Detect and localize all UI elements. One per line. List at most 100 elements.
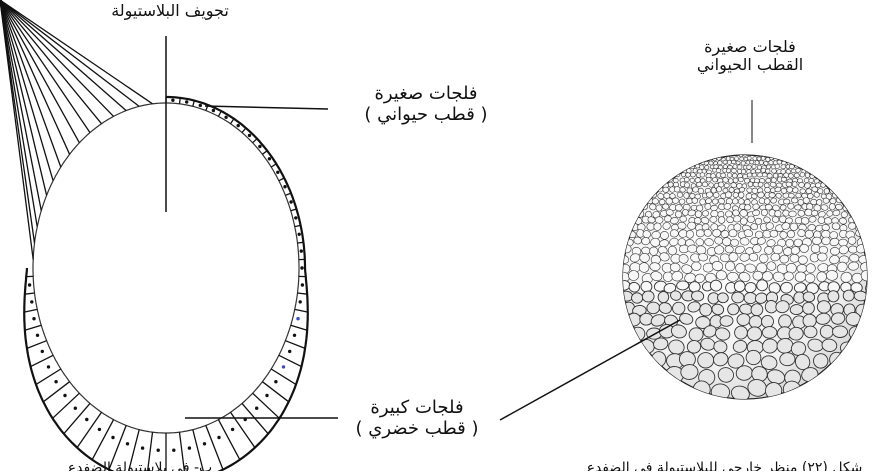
surface-cell — [729, 229, 738, 237]
label-micromeres-right-line2: القطب الحيواني — [665, 56, 835, 74]
leader-line-macromeres-right — [500, 320, 680, 420]
surface-cell — [692, 262, 702, 271]
surface-cell — [803, 197, 810, 203]
surface-cell — [732, 198, 738, 204]
cell-nucleus — [274, 380, 277, 383]
surface-cell — [639, 198, 645, 205]
surface-cell — [655, 217, 663, 224]
surface-cell — [744, 292, 757, 303]
cell-nucleus — [141, 446, 144, 449]
surface-cell — [695, 164, 700, 168]
surface-cell — [766, 164, 771, 169]
surface-cell — [672, 198, 679, 204]
surface-cell — [738, 198, 745, 204]
surface-cell — [764, 198, 770, 204]
caption-strip: ب- في بلاستيولة الضفدع شكل (٢٢) منظر خار… — [0, 460, 889, 471]
surface-cell — [695, 210, 702, 217]
surface-cell — [762, 173, 767, 177]
cell-nucleus — [217, 436, 220, 439]
surface-cell — [762, 326, 777, 338]
blastula-section — [0, 0, 308, 471]
surface-cell — [732, 292, 745, 303]
surface-cell — [789, 211, 797, 217]
surface-cell — [631, 327, 646, 341]
surface-cell — [770, 230, 778, 238]
surface-cell — [727, 272, 739, 282]
surface-cell — [609, 262, 621, 274]
surface-cell — [741, 169, 746, 174]
cell-nucleus — [74, 407, 77, 410]
surface-cell — [781, 188, 787, 193]
cell-nucleus — [30, 300, 33, 303]
surface-cell — [733, 399, 755, 420]
cell-nucleus — [203, 442, 206, 445]
surface-cell — [716, 169, 721, 173]
surface-cell — [865, 244, 875, 253]
cell-nucleus — [54, 380, 57, 383]
surface-cell — [706, 177, 711, 182]
cell-nucleus — [28, 283, 31, 286]
surface-cell — [777, 160, 782, 164]
surface-cell — [839, 239, 848, 247]
surface-cell — [616, 237, 626, 246]
animal-pole-marker — [750, 146, 754, 150]
surface-cell — [694, 217, 701, 224]
surface-cell — [849, 326, 862, 339]
label-macromeres-line1: فلجات كبيرة — [322, 398, 512, 419]
surface-cell — [864, 237, 873, 244]
cell-nucleus — [294, 216, 297, 219]
cell-nucleus — [268, 157, 271, 160]
surface-cell — [616, 325, 633, 341]
surface-cell — [779, 352, 795, 366]
surface-cell — [740, 209, 748, 216]
surface-cell — [811, 210, 818, 216]
cell-nucleus — [36, 334, 39, 337]
surface-cell — [869, 264, 879, 273]
surface-cell — [716, 398, 737, 420]
cell-nucleus — [283, 185, 286, 188]
surface-cell — [747, 173, 752, 178]
surface-cell — [830, 198, 836, 204]
surface-cell — [724, 183, 730, 188]
label-macromeres: فلجات كبيرة ( قطب خضري ) — [322, 398, 512, 439]
surface-cell — [746, 165, 751, 170]
surface-cell — [666, 209, 674, 215]
cell-nucleus — [224, 116, 227, 119]
surface-cell — [727, 173, 732, 178]
surface-cell — [805, 274, 815, 283]
surface-cell — [687, 222, 696, 230]
surface-cell — [841, 211, 848, 218]
surface-cell — [753, 157, 757, 161]
surface-cell — [702, 210, 709, 216]
surface-cell — [794, 205, 801, 211]
surface-cell — [787, 203, 794, 210]
surface-cell — [610, 252, 621, 263]
surface-cell — [652, 198, 659, 204]
surface-cell — [798, 182, 805, 188]
surface-cell — [769, 193, 776, 198]
surface-cell — [631, 293, 643, 304]
surface-cell — [743, 174, 748, 179]
surface-cell — [649, 247, 657, 256]
surface-cell — [752, 173, 757, 177]
surface-cell — [677, 192, 683, 197]
surface-cell — [662, 203, 669, 209]
cell-nucleus — [289, 200, 292, 203]
surface-cell — [767, 173, 773, 178]
surface-cell — [712, 177, 717, 182]
surface-cell — [799, 244, 808, 253]
surface-cell — [710, 216, 717, 222]
surface-cell — [716, 186, 722, 192]
cell-nucleus — [199, 104, 202, 107]
surface-cell — [784, 272, 794, 281]
cell-nucleus — [282, 365, 285, 368]
surface-cell — [865, 293, 879, 305]
surface-cell — [608, 272, 618, 282]
cell-nucleus — [265, 394, 268, 397]
surface-cell — [733, 165, 737, 169]
cell-nucleus — [301, 283, 304, 286]
surface-cell — [640, 313, 654, 325]
cell-nucleus — [111, 436, 114, 439]
surface-cell — [675, 204, 682, 211]
